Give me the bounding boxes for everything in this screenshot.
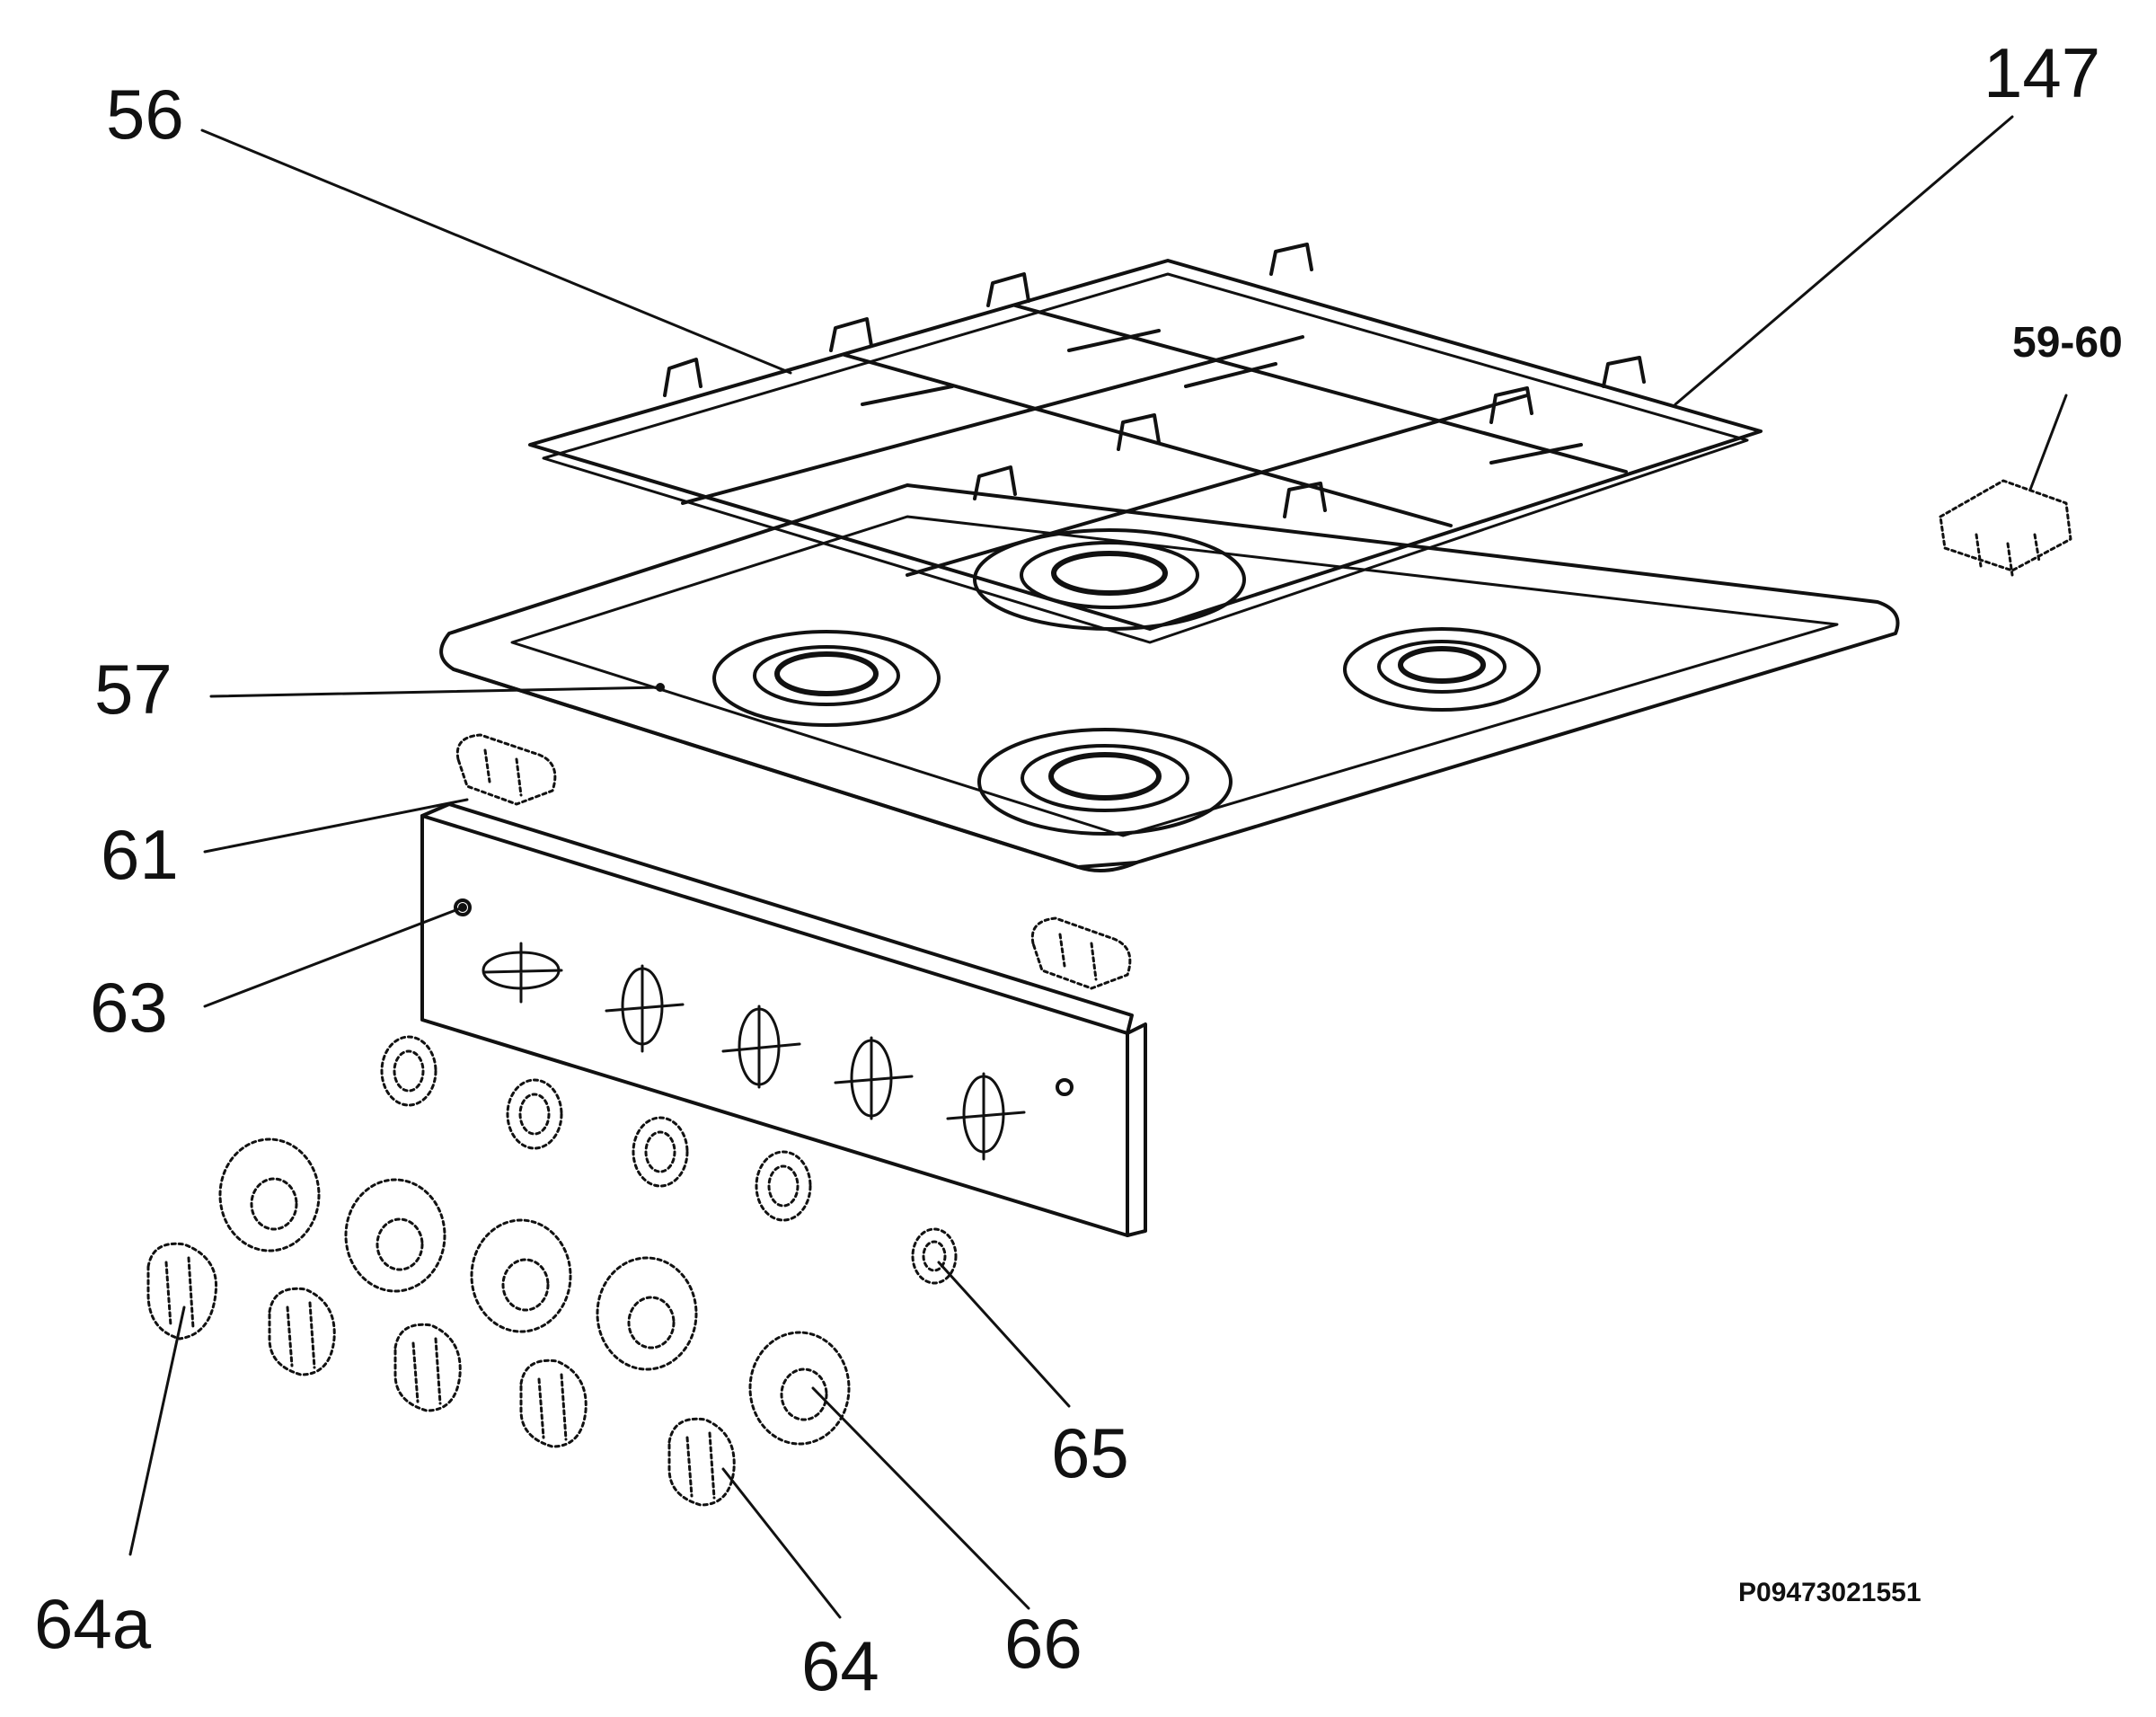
callout-59-60: 59-60 (2012, 319, 2123, 367)
clip-right (1030, 916, 1132, 990)
pan-support-grid (528, 243, 1763, 644)
leader-lines (128, 115, 2068, 1619)
callout-63: 63 (90, 968, 168, 1047)
callout-65: 65 (1051, 1413, 1129, 1492)
panel-knob-symbols (482, 942, 1026, 1161)
knob-bezels (218, 1137, 851, 1446)
burner-rear-right (1343, 627, 1541, 712)
callout-57: 57 (94, 650, 172, 729)
burner-rear-left (712, 630, 941, 727)
callout-61: 61 (101, 815, 179, 894)
part-59-60 (1939, 479, 2072, 577)
drawing-reference-number: P09473021551 (1738, 1578, 1922, 1607)
callout-56: 56 (106, 75, 184, 154)
burner-front-center (977, 728, 1233, 836)
control-knobs (146, 1242, 736, 1507)
hob-top-plate (439, 483, 1900, 872)
control-panel (420, 802, 1147, 1237)
callout-64a: 64a (34, 1584, 152, 1663)
callout-64: 64 (801, 1626, 879, 1705)
callout-66: 66 (1004, 1604, 1082, 1683)
spindle-extensions (380, 1035, 958, 1285)
callout-147: 147 (1984, 33, 2101, 112)
clip-left (455, 733, 557, 806)
